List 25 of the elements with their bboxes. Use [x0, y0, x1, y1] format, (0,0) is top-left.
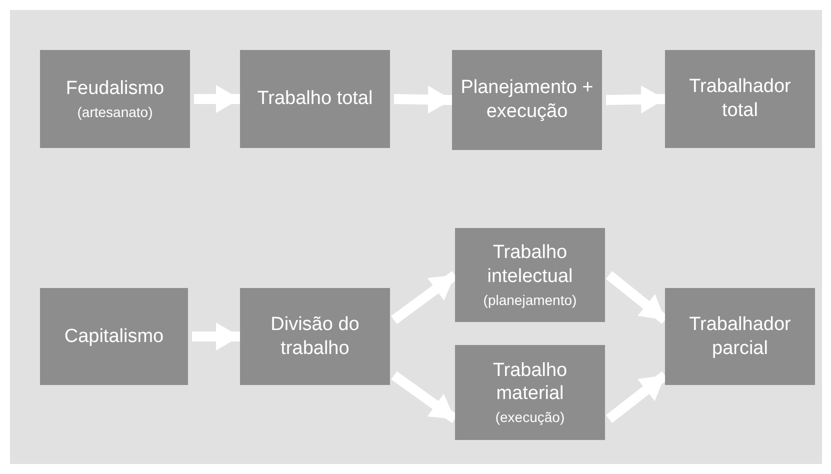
- box-title: Divisão do trabalho: [270, 312, 360, 360]
- arrow: [394, 86, 452, 114]
- process-box: [455, 228, 605, 322]
- box-title: Feudalismo: [66, 77, 164, 101]
- arrow: [606, 85, 666, 114]
- process-box: [452, 50, 602, 150]
- process-box: [240, 288, 390, 385]
- box-subtitle: (artesanato): [77, 102, 153, 121]
- process-box: [455, 345, 605, 440]
- box-title: Trabalho intelectual: [486, 241, 574, 289]
- arrow: [194, 85, 240, 113]
- box-title: Trabalhador parcial: [688, 312, 792, 360]
- process-box: [40, 288, 188, 385]
- box-title: Trabalhador total: [688, 75, 792, 123]
- process-box: [240, 50, 390, 148]
- process-box: [665, 288, 815, 385]
- box-subtitle: (execução): [495, 408, 565, 426]
- arrow: [192, 322, 240, 350]
- box-subtitle: (planejamento): [483, 290, 577, 309]
- box-title: Planejamento + execução: [460, 76, 594, 124]
- process-box: [40, 50, 190, 148]
- box-title: Trabalho total: [257, 87, 373, 111]
- box-title: Capitalismo: [64, 324, 164, 348]
- process-box: [665, 50, 815, 148]
- box-title: Trabalho material: [492, 358, 568, 406]
